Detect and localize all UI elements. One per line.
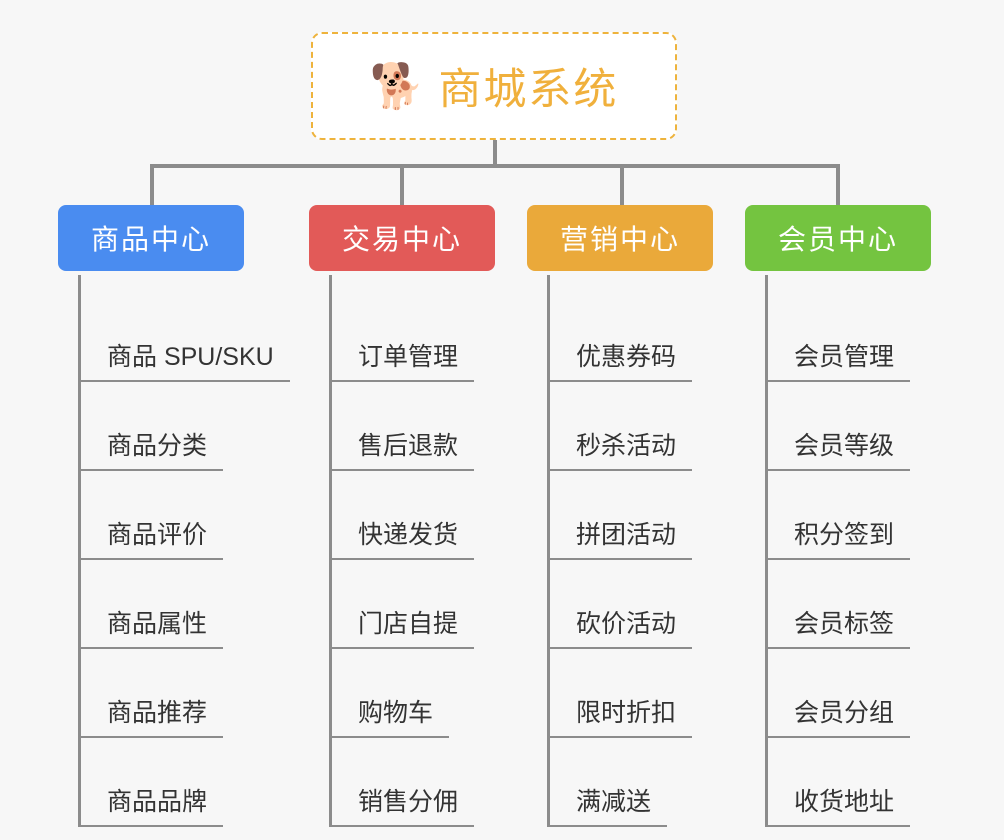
list-item[interactable]: 拼团活动 [550,471,713,560]
list-item[interactable]: 砍价活动 [550,560,713,649]
column-header-label: 商品中心 [90,224,211,255]
leaf-label: 会员等级 [768,426,911,471]
list-item[interactable]: 订单管理 [332,293,495,382]
branch-product-center: 商品 SPU/SKU 商品分类 商品评价 商品属性 商品推荐 商品品牌 [78,275,290,827]
connector-root-stem [493,140,497,167]
list-item[interactable]: 会员分组 [768,649,931,738]
branch-member-center: 会员管理 会员等级 积分签到 会员标签 会员分组 收货地址 [765,275,931,827]
column-header-member-center[interactable]: 会员中心 [745,205,931,271]
leaf-label: 商品属性 [81,604,224,649]
list-item[interactable]: 快递发货 [332,471,495,560]
list-item[interactable]: 门店自提 [332,560,495,649]
root-node[interactable]: 🐕 商城系统 [311,32,677,140]
connector-horizontal-bus [150,164,840,168]
leaf-label: 积分签到 [768,515,911,560]
list-item[interactable]: 会员管理 [768,293,931,382]
list-item[interactable]: 销售分佣 [332,738,495,827]
connector-drop-marketing-center [620,164,624,205]
list-item[interactable]: 商品分类 [81,382,244,471]
leaf-label: 销售分佣 [332,782,475,827]
leaf-label: 商品推荐 [81,693,224,738]
leaf-label: 满减送 [550,782,668,827]
leaf-label: 商品品牌 [81,782,224,827]
leaf-label: 拼团活动 [550,515,693,560]
list-item[interactable]: 优惠券码 [550,293,713,382]
column-trade-center: 交易中心 订单管理 售后退款 快递发货 门店自提 购物车 销售分佣 [309,205,495,827]
column-marketing-center: 营销中心 优惠券码 秒杀活动 拼团活动 砍价活动 限时折扣 满减送 [527,205,713,827]
list-item[interactable]: 商品属性 [81,560,244,649]
branch-marketing-center: 优惠券码 秒杀活动 拼团活动 砍价活动 限时折扣 满减送 [547,275,713,827]
leaf-label: 门店自提 [332,604,475,649]
column-header-product-center[interactable]: 商品中心 [58,205,244,271]
leaf-label: 商品 SPU/SKU [81,337,290,382]
leaf-label: 砍价活动 [550,604,693,649]
leaf-label: 收货地址 [768,782,911,827]
list-item[interactable]: 购物车 [332,649,495,738]
leaf-label: 秒杀活动 [550,426,693,471]
leaf-label: 优惠券码 [550,337,693,382]
list-item[interactable]: 商品品牌 [81,738,244,827]
column-header-marketing-center[interactable]: 营销中心 [527,205,713,271]
connector-drop-product-center [150,164,154,205]
list-item[interactable]: 会员等级 [768,382,931,471]
leaf-label: 商品分类 [81,426,224,471]
column-header-trade-center[interactable]: 交易中心 [309,205,495,271]
list-item[interactable]: 积分签到 [768,471,931,560]
list-item[interactable]: 商品评价 [81,471,244,560]
leaf-label: 会员标签 [768,604,911,649]
list-item[interactable]: 满减送 [550,738,713,827]
column-header-label: 交易中心 [341,224,462,255]
column-member-center: 会员中心 会员管理 会员等级 积分签到 会员标签 会员分组 收货地址 [745,205,931,827]
leaf-label: 限时折扣 [550,693,693,738]
list-item[interactable]: 会员标签 [768,560,931,649]
leaf-label: 快递发货 [332,515,475,560]
list-item[interactable]: 秒杀活动 [550,382,713,471]
branch-trade-center: 订单管理 售后退款 快递发货 门店自提 购物车 销售分佣 [329,275,495,827]
column-product-center: 商品中心 商品 SPU/SKU 商品分类 商品评价 商品属性 商品推荐 商品品牌 [58,205,290,827]
leaf-label: 会员分组 [768,693,911,738]
list-item[interactable]: 商品推荐 [81,649,244,738]
leaf-label: 购物车 [332,693,450,738]
column-header-label: 会员中心 [777,224,898,255]
leaf-label: 商品评价 [81,515,224,560]
root-title: 商城系统 [438,66,619,114]
connector-drop-member-center [836,164,840,205]
leaf-label: 售后退款 [332,426,475,471]
list-item[interactable]: 收货地址 [768,738,931,827]
list-item[interactable]: 限时折扣 [550,649,713,738]
column-header-label: 营销中心 [559,224,680,255]
shiba-dog-face-icon: 🐕 [369,62,425,111]
list-item[interactable]: 售后退款 [332,382,495,471]
list-item[interactable]: 商品 SPU/SKU [81,293,290,382]
connector-drop-trade-center [400,164,404,205]
leaf-label: 会员管理 [768,337,911,382]
leaf-label: 订单管理 [332,337,475,382]
